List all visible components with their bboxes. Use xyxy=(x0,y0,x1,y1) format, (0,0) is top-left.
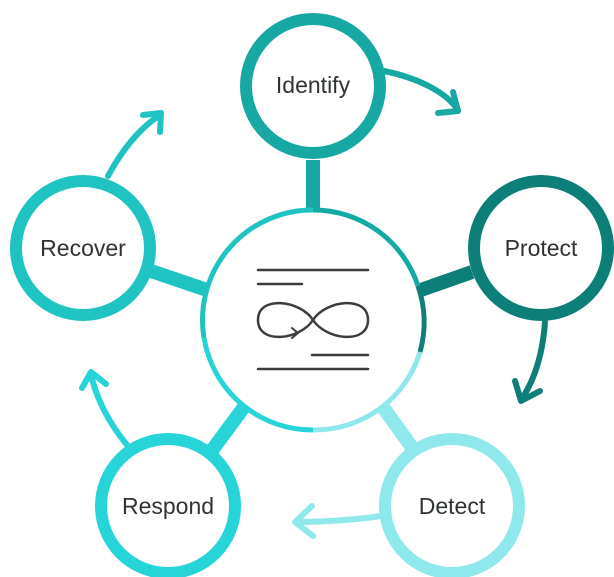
connector-detect xyxy=(374,398,422,458)
arrow-detect-to-respond xyxy=(292,503,384,539)
node-label-detect: Detect xyxy=(419,493,486,519)
node-label-identify: Identify xyxy=(276,72,351,98)
center-ring-segment-protect xyxy=(415,285,427,353)
node-label-protect: Protect xyxy=(505,235,578,261)
node-recover: Recover xyxy=(10,175,156,321)
center-ring-segment-recover xyxy=(200,207,314,339)
center-hub xyxy=(200,207,427,433)
arrow-recover-to-identify xyxy=(105,110,164,179)
center-ring-segment-respond xyxy=(201,337,314,433)
connector-respond xyxy=(204,398,253,458)
center-ring-segment-detect xyxy=(312,351,423,433)
node-respond: Respond xyxy=(95,433,241,577)
infinity-document-icon xyxy=(256,268,370,371)
arrow-identify-to-protect xyxy=(381,68,461,116)
arrow-respond-to-recover xyxy=(79,369,131,449)
arrow-protect-to-detect xyxy=(512,319,548,404)
node-protect: Protect xyxy=(468,175,614,321)
node-identify: Identify xyxy=(240,13,386,159)
center-ring-segment-identify xyxy=(312,207,421,287)
connector-protect xyxy=(415,265,475,298)
node-detect: Detect xyxy=(379,433,525,577)
node-label-respond: Respond xyxy=(122,493,214,519)
node-label-recover: Recover xyxy=(40,235,126,261)
connector-recover xyxy=(145,263,210,297)
